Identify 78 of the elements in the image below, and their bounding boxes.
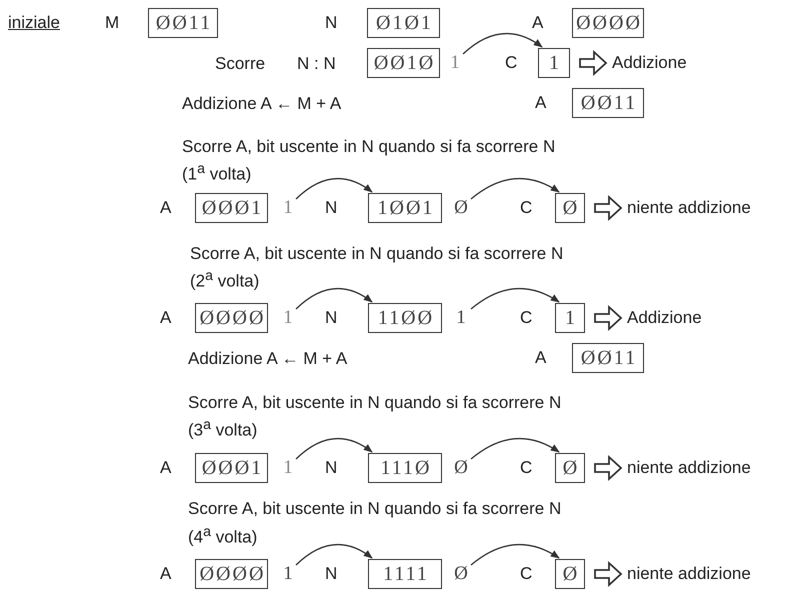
curved-arrow [296, 288, 373, 310]
step-text: Scorre [215, 53, 266, 75]
result-text: niente addizione [627, 559, 792, 589]
step-text: Scorre A, bit uscente in N quando si fa scorrere N [188, 498, 562, 520]
shifted-bit: 1 [282, 453, 294, 483]
register-name: C [505, 52, 518, 74]
register-name: C [520, 457, 532, 479]
register-name: A [535, 347, 546, 369]
register-box: Ø [555, 453, 585, 483]
hollow-arrow [594, 454, 622, 482]
result-text: Addizione [612, 48, 712, 78]
step-text: (1$^{a}$ volta) [182, 160, 252, 186]
register-box: ØØØ1 [195, 193, 268, 223]
register-box: ØØ11 [148, 8, 218, 38]
shifted-bit: 1 [282, 193, 294, 223]
curved-arrow [470, 178, 560, 200]
register-name: C [520, 307, 532, 329]
step-text: (3$^{a}$ volta) [188, 416, 258, 442]
register-box: 11ØØ [368, 303, 442, 333]
step-text: Scorre A, bit uscente in N quando si fa scorrere N [188, 392, 562, 414]
register-box: ØØØØ [572, 8, 644, 38]
register-name: A [532, 12, 544, 34]
curved-arrow [462, 33, 543, 54]
register-box: 111Ø [368, 453, 442, 483]
curved-arrow [296, 544, 373, 566]
curved-arrow [470, 288, 560, 310]
curved-arrow [296, 438, 373, 460]
curved-arrow [296, 178, 373, 200]
register-name: N [325, 197, 338, 219]
register-name: A [160, 563, 172, 585]
hollow-arrow [594, 194, 622, 222]
register-name: N [325, 307, 338, 329]
register-box: 1 [538, 48, 570, 78]
step-text: Scorre A, bit uscente in N quando si fa scorrere N [182, 136, 556, 158]
register-box: ØØ11 [572, 343, 644, 373]
register-box: 1111 [368, 559, 442, 589]
register-box: Ø [555, 559, 585, 589]
step-text: N : N [297, 53, 336, 75]
step-text: Addizione A ← M + A [182, 93, 342, 115]
register-box: ØØØØ [195, 559, 268, 589]
register-box: ØØ1Ø [367, 48, 440, 78]
result-text: niente addizione [627, 453, 792, 483]
register-name: N [325, 457, 338, 479]
shifted-bit: 1 [449, 48, 461, 78]
curved-arrow [470, 438, 560, 460]
bit-digit: Ø [453, 559, 469, 589]
curved-arrow [470, 544, 560, 566]
hollow-arrow [579, 50, 608, 76]
hollow-arrow [594, 560, 622, 588]
register-box: ØØØØ [195, 303, 268, 333]
register-box: 1ØØ1 [368, 193, 442, 223]
register-box: Ø1Ø1 [367, 8, 440, 38]
bit-digit: 1 [282, 559, 294, 589]
bit-digit: Ø [453, 453, 469, 483]
register-name: A [160, 457, 172, 479]
register-box: ØØ11 [572, 88, 644, 118]
result-text: niente addizione [627, 193, 792, 223]
register-name: C [520, 563, 532, 585]
register-name: C [520, 197, 532, 219]
step-text: Addizione A ← M + A [188, 348, 348, 370]
step-text: Scorre A, bit uscente in N quando si fa scorrere N [190, 243, 564, 265]
register-name: A [160, 307, 172, 329]
step-text: (2$^{a}$ volta) [190, 267, 260, 293]
step-text: (4$^{a}$ volta) [188, 523, 258, 549]
register-box: ØØØ1 [195, 453, 268, 483]
register-name: A [160, 197, 172, 219]
register-name: N [325, 12, 338, 34]
bit-digit: Ø [453, 193, 469, 223]
row-heading: iniziale [8, 12, 60, 34]
shifted-bit: 1 [282, 303, 294, 333]
register-box: Ø [555, 193, 585, 223]
register-name: N [325, 563, 338, 585]
result-text: Addizione [627, 303, 792, 333]
register-box: 1 [555, 303, 585, 333]
register-name: M [105, 12, 120, 34]
register-name: A [535, 92, 546, 114]
hollow-arrow [594, 304, 622, 332]
bit-digit: 1 [453, 303, 469, 333]
